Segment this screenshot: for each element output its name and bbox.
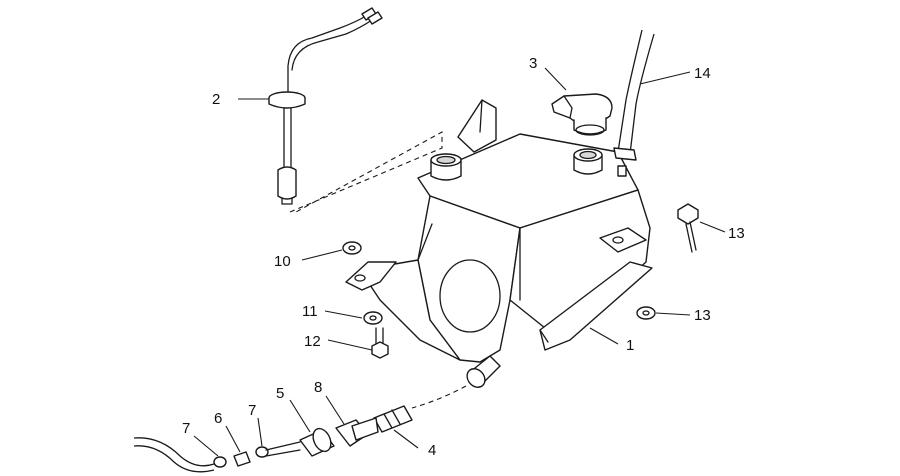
fuel-tap-assembly (133, 405, 413, 473)
fuel-line-guide (411, 385, 467, 409)
callout-labels: 2 3 14 13 10 11 12 13 1 4 5 8 7 6 7 (182, 55, 745, 459)
callout-6: 6 (214, 410, 222, 427)
bolt-9 (677, 203, 699, 253)
bolt-12 (371, 327, 389, 359)
callout-9: 13 (728, 225, 745, 242)
callout-7-right: 7 (248, 402, 256, 419)
filler-cap (551, 93, 613, 136)
callout-14: 14 (694, 65, 711, 82)
callout-4: 4 (428, 442, 436, 459)
callout-11: 11 (302, 303, 318, 320)
alignment-dashed-line (289, 131, 443, 213)
washer-10 (342, 241, 362, 255)
callout-10: 10 (274, 253, 291, 270)
callout-8: 8 (314, 379, 322, 396)
callout-1: 1 (626, 337, 634, 354)
fuel-tank (345, 99, 653, 388)
fuel-sender-unit (268, 7, 383, 205)
callout-3: 3 (529, 55, 537, 72)
vent-hose (613, 29, 655, 161)
callout-12: 12 (304, 333, 321, 350)
callout-5: 5 (276, 385, 284, 402)
callout-13: 13 (694, 307, 711, 324)
callout-7-left: 7 (182, 420, 190, 437)
washer-11 (363, 311, 383, 325)
washer-13 (636, 306, 656, 320)
leader-lines (193, 67, 726, 457)
callout-2: 2 (212, 91, 220, 108)
